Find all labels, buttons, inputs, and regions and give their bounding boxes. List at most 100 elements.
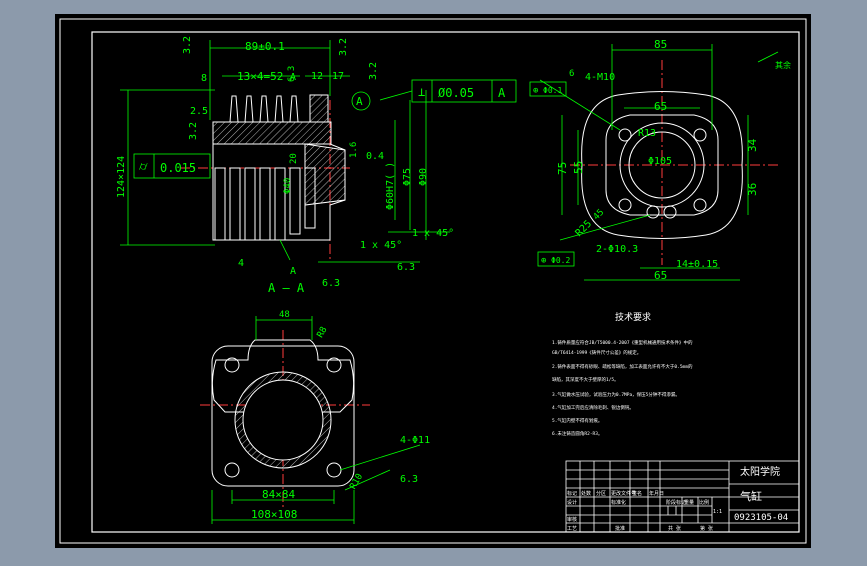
dim-2-5: 2.5 <box>190 106 208 117</box>
m10-hole <box>618 128 632 142</box>
tech-item-7: 5.气缸内壁不得有划痕。 <box>552 417 602 424</box>
dim-6-3-aa: 6.3 <box>400 474 418 485</box>
pos-tol-bottom-symbol: ⊕ <box>541 256 546 266</box>
row-process: 工艺 <box>567 526 577 532</box>
bore-outer <box>619 122 705 208</box>
section-flange <box>212 121 332 145</box>
cooling-fins-top <box>229 94 329 123</box>
school-name: 太阳学院 <box>740 465 780 478</box>
dim-phi90: Φ90 <box>418 168 429 186</box>
dim-55: 55 <box>572 161 585 174</box>
dim-108: 108×108 <box>251 508 297 521</box>
dim-r13: R13 <box>638 128 656 139</box>
approve: 批准 <box>615 525 625 532</box>
dim-65-top: 65 <box>654 100 667 113</box>
section-arrow-a1: A <box>290 266 296 277</box>
aa-hole <box>326 357 342 373</box>
dim-8: 8 <box>201 73 207 84</box>
pos-tol-bottom-value: Φ0.2 <box>551 256 570 265</box>
dim-3-2-b: 3.2 <box>338 38 349 56</box>
roughness-rest: 其余 <box>775 60 791 70</box>
tech-item-4: 缺陷，其深度不大于壁厚的1/5。 <box>552 376 619 383</box>
drawing-frame <box>91 31 800 533</box>
tech-item-3: 2.铸件表面不得有砂眼、疏松等缺陷，加工表面允许有不大于0.5mm的 <box>552 363 693 370</box>
outer-border <box>59 18 807 544</box>
end-dimensions <box>529 44 779 281</box>
scale: 比例 <box>699 499 709 506</box>
dim-48: 48 <box>279 310 290 320</box>
dim-75: 75 <box>556 162 569 175</box>
dim-1-6: 1.6 <box>349 142 359 158</box>
title-block <box>565 460 800 533</box>
flatness-symbol: ⌭ <box>139 159 148 173</box>
end-flange <box>605 114 719 216</box>
tech-item-8: 6.未注铸造圆角R2-R3。 <box>552 430 602 437</box>
dim-6: 6 <box>569 69 574 79</box>
hdr-mark: 标记 <box>567 490 577 497</box>
tech-item-2: GB/T6414-1999《铸件尺寸公差》的规定。 <box>552 349 641 356</box>
aa-title: A — A <box>268 281 305 295</box>
dim-1x45: 1 x 45° <box>360 240 402 251</box>
section-dimension-text: 3.2 89±0.1 3.2 8 13×4=52 6.3 12 17 3.2 2… <box>116 36 506 289</box>
hdr-count: 处数 <box>581 490 591 497</box>
dim-20: 20 <box>289 153 299 164</box>
aa-ring-inner <box>242 379 324 461</box>
m10-hole <box>693 198 707 212</box>
dim-3-2-a: 3.2 <box>182 36 193 54</box>
dim-84: 84×84 <box>262 488 295 501</box>
tech-requirements: 技术要求 1.铸件质量应符合JB/T5000.4-2007《重型机械通用技术条件… <box>552 311 693 437</box>
sheet-no: 第 张 <box>700 525 713 532</box>
dim-phi105: Φ105 <box>648 156 672 167</box>
dim-phi40: Φ40 <box>283 178 293 194</box>
phi10-hole <box>646 205 660 219</box>
hdr-zone: 分区 <box>596 490 606 497</box>
dim-65-bot: 65 <box>654 269 667 282</box>
stage-mark: 阶段标记 <box>666 499 686 506</box>
dim-3-2-c: 3.2 <box>368 62 379 80</box>
row-design: 设计 <box>567 499 577 506</box>
dim-85: 85 <box>654 38 667 51</box>
pos-tol-top-symbol: ⊕ <box>533 86 538 96</box>
flatness-value: 0.015 <box>160 161 196 175</box>
dim-17: 17 <box>332 71 344 82</box>
dim-36: 36 <box>746 183 759 196</box>
section-arrow-a2: A <box>290 72 296 83</box>
phi10-hole <box>663 205 677 219</box>
drawing-number: 0923105-04 <box>734 513 788 523</box>
dim-4-phi11: 4-Φ11 <box>400 435 430 446</box>
end-outline <box>581 91 743 239</box>
dim-2-phi10: 2-Φ10.3 <box>596 244 638 255</box>
dim-14: 14±0.15 <box>676 259 718 270</box>
row-review: 审核 <box>567 516 577 523</box>
pos-tol-top-value: Φ0.1 <box>543 86 562 95</box>
dim-pitch: 13×4=52 <box>237 70 283 83</box>
aa-outer <box>211 345 355 487</box>
dim-124: 124×124 <box>116 156 127 198</box>
hdr-change: 更改文件号 <box>611 490 636 497</box>
m10-hole <box>693 128 707 142</box>
aa-dimensions <box>211 316 421 524</box>
standardize: 标准化 <box>611 499 626 506</box>
m10-hole <box>618 198 632 212</box>
aa-inner-profile <box>211 339 355 413</box>
hdr-date: 年月日 <box>649 490 664 497</box>
tech-item-5: 3.气缸做水压试验，试验压力为0.7MPa，保压5分钟不得渗漏。 <box>552 391 680 398</box>
aa-hole <box>224 357 240 373</box>
tech-title: 技术要求 <box>615 311 651 323</box>
end-view <box>570 60 780 265</box>
dim-12: 12 <box>311 71 323 82</box>
drawing-sheet <box>55 14 811 548</box>
dim-34: 34 <box>746 138 759 152</box>
dim-6-3-b: 6.3 <box>322 278 340 289</box>
dim-6-3-c: 6.3 <box>397 262 415 273</box>
perp-symbol: ⊥ <box>418 85 425 99</box>
perp-value: Ø0.05 <box>438 86 474 100</box>
weight: 重量 <box>684 499 694 506</box>
dim-4-m10: 4-M10 <box>585 72 615 83</box>
section-bore-wall <box>304 143 346 206</box>
section-dimensions <box>120 40 517 263</box>
dim-4: 4 <box>238 258 244 269</box>
dim-phi75: Φ75 <box>402 168 413 186</box>
tech-item-1: 1.铸件质量应符合JB/T5000.4-2007《重型机械通用技术条件》中的 <box>552 339 693 346</box>
